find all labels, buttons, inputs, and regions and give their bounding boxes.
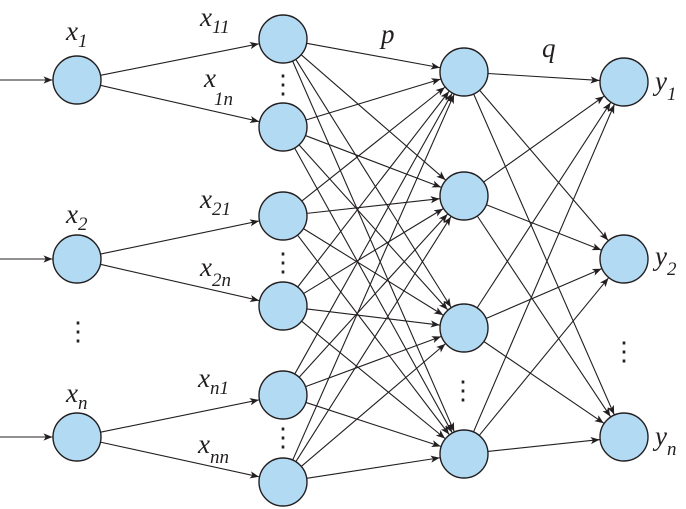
weight-label-q: q [542,33,556,63]
input-node-3 [52,412,102,462]
edge-h1-1-h2-1 [306,42,440,70]
edge-label-x11: x11 [199,2,230,38]
edge-h1-3-h2-1 [301,86,446,202]
ellipsis-hidden1-group3: ⋮ [270,423,296,452]
edge-input-2-h1-4 [100,263,260,303]
hidden1-node-5 [258,370,308,420]
hidden2-node-3 [439,303,489,353]
edge-h1-6-h2-4 [306,455,440,479]
edge-h1-1-h2-3 [295,59,452,308]
edge-h1-3-h2-3 [303,228,444,316]
input-node-2 [52,234,102,284]
edge-label-xn1: xn1 [197,363,229,399]
edge-input-2-h1-3 [100,219,260,255]
network-nodes [52,14,649,507]
output-node-1 [599,57,649,107]
edge-h1-2-h2-1 [305,78,441,121]
edge-input-3-h1-5 [100,398,260,433]
edge-h1-2-h2-3 [298,144,449,311]
edge-h2-4-out-1 [472,104,615,433]
ellipsis-hidden1-group2: ⋮ [270,248,296,277]
edge-h2-2-out-2 [486,204,602,251]
edge-h1-4-h2-4 [301,320,446,439]
edge-label-xnn: xnn [197,429,229,468]
edge-h2-4-out-2 [478,277,609,436]
edge-h1-4-h2-3 [306,308,440,328]
edge-h2-3-out-3 [483,341,605,424]
edge-input-1-h1-2 [100,84,260,124]
edge-h1-2-h2-4 [294,147,453,433]
edge-h2-3-out-1 [476,102,612,309]
edge-h1-6-h2-1 [292,94,455,461]
input-label-1: x1 [65,16,87,52]
edge-h1-1-h2-4 [292,60,455,432]
output-node-3 [599,412,649,462]
hidden2-node-2 [439,171,489,221]
edge-h1-5-h2-4 [305,401,441,448]
edge-h2-1-out-2 [479,89,609,241]
edge-h1-3-h2-2 [306,196,440,214]
edge-h1-1-h2-2 [300,54,446,181]
edge-h2-1-out-3 [473,93,615,415]
edge-h1-2-h2-2 [305,135,442,188]
hidden1-node-3 [258,191,308,241]
ellipsis-hidden1-group1: ⋮ [270,70,296,99]
edge-h2-2-out-3 [476,215,611,417]
hidden1-node-4 [258,281,308,331]
hidden1-node-1 [258,14,308,64]
output-node-2 [599,234,649,284]
hidden2-node-1 [439,47,489,97]
edge-h2-3-out-2 [485,268,602,320]
input-label-n: xn [65,378,87,414]
edge-h1-3-h2-4 [297,234,450,435]
edge-input-3-h1-6 [100,441,260,479]
edge-h1-5-h2-2 [298,213,448,378]
edge-label-x2n: x2n [199,252,231,291]
output-label-1: y1 [652,66,676,105]
edge-h1-4-h2-1 [297,91,450,288]
edge-h1-6-h2-3 [300,343,446,467]
edge-h2-2-out-1 [483,95,605,183]
input-label-2: x2 [65,199,88,235]
weight-label-p: p [379,19,395,49]
edge-h1-5-h2-3 [305,335,442,388]
ellipsis-hidden2: ⋮ [450,376,476,405]
edge-label-x21: x21 [199,184,231,220]
hidden1-node-2 [258,102,308,152]
edge-h1-5-h2-1 [294,93,453,375]
output-label-2: y2 [652,241,677,280]
hidden2-node-4 [439,429,489,479]
edge-h1-6-h2-2 [295,216,452,463]
connection-edges [0,42,615,479]
ellipsis-inputs: ⋮ [65,317,91,346]
edge-input-1-h1-1 [100,42,260,76]
edge-h1-4-h2-2 [303,208,444,295]
edge-h2-1-out-1 [487,72,600,84]
input-node-1 [52,55,102,105]
hidden1-node-6 [258,457,308,507]
output-label-n: yn [652,421,676,460]
edge-h2-4-out-3 [487,436,600,453]
ellipsis-outputs: ⋮ [611,337,637,366]
